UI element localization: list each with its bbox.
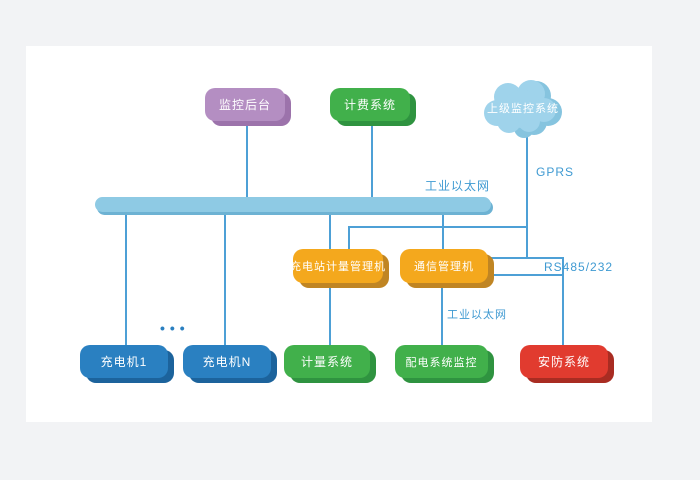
connector-metering-manager-to-metering-system: [329, 283, 331, 345]
label-gprs: GPRS: [536, 165, 575, 179]
node-upper-monitoring-system: 上级监控系统: [487, 103, 559, 115]
connector-rs485-upper: [488, 257, 564, 259]
connector-bus-to-comm-manager: [442, 212, 444, 250]
connector-gprs-cloud: [526, 134, 528, 259]
connector-rs485-lower: [488, 274, 564, 276]
connector-bus-to-metering-manager: [329, 212, 331, 250]
node-metering-system: 计量系统: [284, 345, 370, 378]
label-industrial-ethernet-link: 工业以太网: [447, 309, 507, 321]
node-billing-system: 计费系统: [330, 88, 410, 121]
connector-branch-to-metering-manager: [348, 226, 350, 250]
connector-comm-manager-to-distribution: [441, 283, 443, 345]
label-industrial-ethernet-bus: 工业以太网: [424, 179, 490, 193]
connector-bus-to-charger1: [125, 212, 127, 345]
industrial-ethernet-bus-bar: [95, 197, 491, 212]
ellipsis-dots: •••: [160, 320, 190, 336]
connector-to-security-system: [562, 257, 564, 345]
cloud-icon: [484, 80, 562, 138]
label-rs485-232: RS485/232: [544, 260, 614, 274]
cloud-shape: 上级监控系统: [478, 76, 568, 142]
connector-gprs-branch: [348, 226, 528, 228]
node-security-system: 安防系统: [520, 345, 608, 378]
node-charging-station-metering-manager: 充电站计量管理机: [290, 249, 385, 283]
connector-billing-to-bus: [371, 121, 373, 198]
connector-monitor-backend-to-bus: [246, 121, 248, 198]
node-monitor-backend: 监控后台: [205, 88, 285, 121]
node-charger-1: 充电机1: [80, 345, 168, 378]
node-communication-manager: 通信管理机: [400, 249, 488, 283]
node-charger-n: 充电机N: [183, 345, 271, 378]
connector-bus-to-chargern: [224, 212, 226, 345]
node-distribution-monitoring: 配电系统监控: [395, 345, 488, 378]
